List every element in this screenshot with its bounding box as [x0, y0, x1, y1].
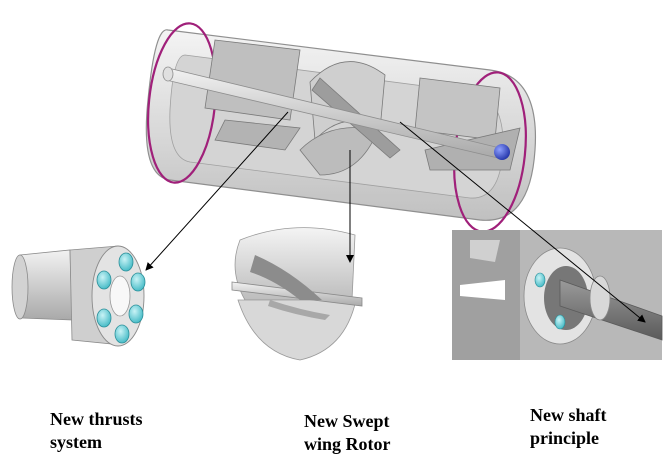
- turbine-assembly: [145, 22, 537, 233]
- caption-swept-wing-rotor: New Swept wing Rotor: [304, 410, 391, 456]
- shaft-end-ball: [494, 144, 510, 160]
- shaft-left-end: [162, 66, 174, 82]
- caption-shaft-principle: New shaft principle: [530, 404, 607, 450]
- caption-rotor-line1: New Swept: [304, 411, 390, 431]
- caption-shaft-line2: principle: [530, 428, 600, 448]
- caption-thrust-system: New thrusts system: [50, 408, 143, 454]
- caption-shaft-line1: New shaft: [530, 405, 607, 425]
- bearing-rollers: [96, 252, 146, 344]
- arrow-to-shaft: [399, 121, 646, 323]
- caption-thrust-line2: system: [50, 432, 102, 452]
- caption-rotor-line2: wing Rotor: [304, 434, 391, 454]
- swept-wing-rotor-detail: [220, 218, 368, 368]
- caption-thrust-line1: New thrusts: [50, 409, 143, 429]
- arrow-to-thrust: [145, 111, 289, 271]
- shaft-principle-detail: [452, 230, 663, 360]
- thrust-system-detail: [5, 235, 157, 353]
- callout-arrows: [145, 111, 646, 323]
